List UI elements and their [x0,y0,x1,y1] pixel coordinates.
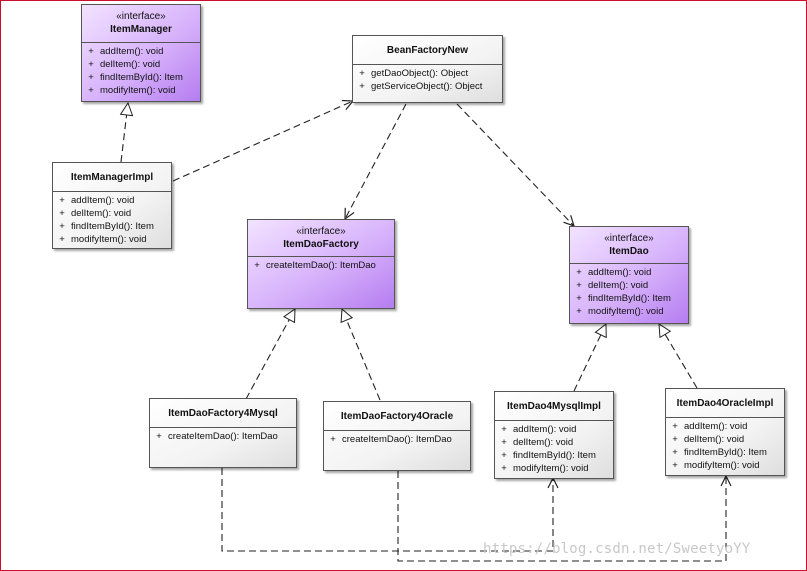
visibility-marker: + [672,434,678,445]
visibility-marker: + [576,306,582,317]
class-bean-factory-new[interactable]: BeanFactoryNew +getDaoObject(): Object +… [352,35,503,103]
class-item-manager-impl[interactable]: ItemManagerImpl +addItem(): void +delIte… [52,162,172,249]
operation: +addItem(): void [82,45,200,58]
edge-oraclefactory-oracleimpl [397,471,726,562]
edge-itemmanagerimpl-beanfactorynew [172,101,353,182]
operation: +delItem(): void [570,279,688,292]
operations-list: +addItem(): void +delItem(): void +findI… [570,264,688,318]
visibility-marker: + [672,421,678,432]
operation: +getServiceObject(): Object [353,80,502,93]
visibility-marker: + [88,46,94,57]
class-item-dao-4-mysql-impl[interactable]: ItemDao4MysqlImpl +addItem(): void +delI… [494,391,614,479]
class-name: ItemDao4OracleImpl [676,397,774,409]
class-item-dao[interactable]: «interface» ItemDao +addItem(): void +de… [569,226,689,324]
operation: +modifyItem(): void [495,462,613,475]
visibility-marker: + [501,424,507,435]
visibility-marker: + [576,293,582,304]
class-item-dao-factory-4-mysql[interactable]: ItemDaoFactory4Mysql +createItemDao(): I… [149,398,297,468]
operation: +findItemById(): Item [495,449,613,462]
operation: +addItem(): void [495,423,613,436]
operation: +createItemDao(): ItemDao [248,259,394,272]
class-name: ItemDao [609,245,649,257]
visibility-marker: + [501,437,507,448]
watermark: https://blog.csdn.net/SweetyoYY [483,541,751,557]
operation: +modifyItem(): void [666,459,784,472]
operation: +addItem(): void [666,420,784,433]
class-name: BeanFactoryNew [386,44,469,56]
visibility-marker: + [501,463,507,474]
operation: +delItem(): void [666,433,784,446]
visibility-marker: + [156,431,162,442]
visibility-marker: + [59,221,65,232]
operation: +delItem(): void [53,207,171,220]
operations-list: +addItem(): void +delItem(): void +findI… [82,43,200,97]
visibility-marker: + [501,450,507,461]
class-item-dao-4-oracle-impl[interactable]: ItemDao4OracleImpl +addItem(): void +del… [665,388,785,476]
class-item-manager[interactable]: «interface» ItemManager +addItem(): void… [81,4,201,102]
operation: +findItemById(): Item [666,446,784,459]
visibility-marker: + [88,72,94,83]
operation: +getDaoObject(): Object [353,67,502,80]
class-item-dao-factory-4-oracle[interactable]: ItemDaoFactory4Oracle +createItemDao(): … [323,401,471,471]
edge-oraclefactory-itemdaofactory [342,309,381,401]
operation: +findItemById(): Item [53,220,171,233]
visibility-marker: + [672,447,678,458]
operation: +findItemById(): Item [570,292,688,305]
operations-list: +createItemDao(): ItemDao [150,428,296,443]
class-name: ItemDaoFactory4Mysql [168,407,278,419]
stereotype-label: «interface» [604,232,654,244]
operation: +findItemById(): Item [82,71,200,84]
operations-list: +addItem(): void +delItem(): void +findI… [53,192,171,246]
class-item-dao-factory[interactable]: «interface» ItemDaoFactory +createItemDa… [247,219,395,309]
operation: +addItem(): void [53,194,171,207]
visibility-marker: + [576,267,582,278]
visibility-marker: + [576,280,582,291]
class-name: ItemDaoFactory4Oracle [340,410,454,422]
visibility-marker: + [359,68,365,79]
edge-itemmanagerimpl-itemmanager [121,103,128,163]
operations-list: +addItem(): void +delItem(): void +findI… [495,421,613,475]
class-name: ItemDaoFactory [283,238,359,250]
class-name: ItemManager [110,24,172,35]
operation: +addItem(): void [570,266,688,279]
edge-mysqlfactory-mysqlimpl [221,468,553,552]
edge-mysqlfactory-itemdaofactory [245,309,295,400]
operation: +modifyItem(): void [82,84,200,97]
stereotype-label: «interface» [296,225,346,237]
class-name: ItemDao4MysqlImpl [507,400,601,412]
operations-list: +getDaoObject(): Object +getServiceObjec… [353,65,502,93]
operations-list: +createItemDao(): ItemDao [324,431,470,446]
edge-oracleimpl-itemdao [659,324,698,389]
edge-beanfactorynew-itemdaofactory [345,103,407,219]
edge-mysqlimpl-itemdao [573,324,606,392]
visibility-marker: + [672,460,678,471]
operation: +createItemDao(): ItemDao [150,430,296,443]
visibility-marker: + [59,208,65,219]
operation: +delItem(): void [82,58,200,71]
visibility-marker: + [59,234,65,245]
visibility-marker: + [88,85,94,96]
operations-list: +createItemDao(): ItemDao [248,257,394,272]
visibility-marker: + [359,81,365,92]
visibility-marker: + [254,260,260,271]
operation: +delItem(): void [495,436,613,449]
visibility-marker: + [59,195,65,206]
visibility-marker: + [88,59,94,70]
stereotype-label: «interface» [116,11,166,22]
edge-beanfactorynew-itemdao [456,103,574,226]
operation: +modifyItem(): void [570,305,688,318]
visibility-marker: + [330,434,336,445]
class-name: ItemManagerImpl [70,171,154,183]
operation: +createItemDao(): ItemDao [324,433,470,446]
operation: +modifyItem(): void [53,233,171,246]
operations-list: +addItem(): void +delItem(): void +findI… [666,418,784,472]
